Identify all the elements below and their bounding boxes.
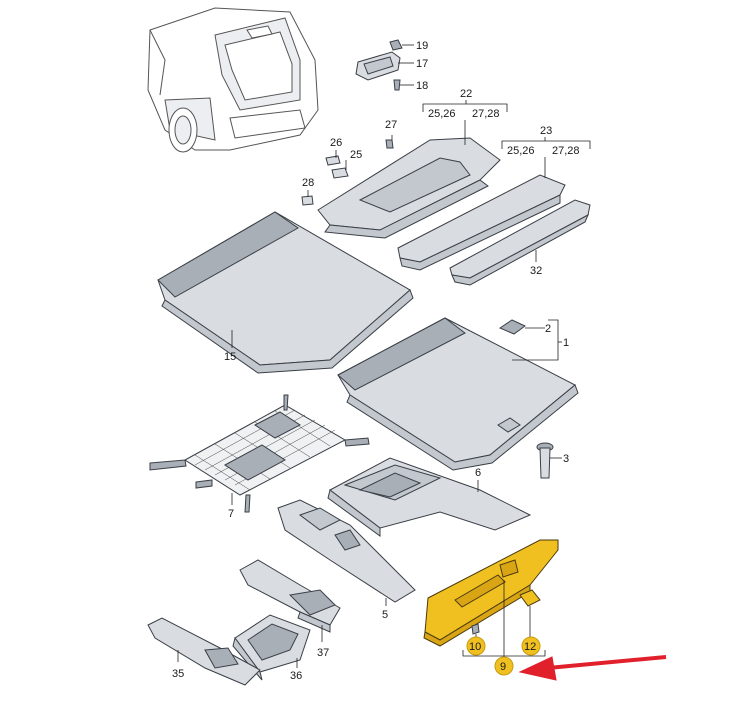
cargo-net-7 xyxy=(149,394,370,513)
label-37: 37 xyxy=(317,647,329,659)
hook-part-17 xyxy=(355,51,401,81)
label-9: 9 xyxy=(500,661,506,673)
side-rail-5 xyxy=(277,499,416,603)
label-32: 32 xyxy=(530,265,542,277)
storage-box-36 xyxy=(232,614,311,681)
boot-floor-1 xyxy=(337,317,579,471)
red-arrow-icon xyxy=(518,655,667,681)
label-36: 36 xyxy=(290,670,302,682)
label-27: 27 xyxy=(385,119,397,131)
badge-10 xyxy=(466,636,486,656)
label-25: 25 xyxy=(350,149,362,161)
bracket-part-37 xyxy=(239,559,341,633)
cover-part-2 xyxy=(498,319,526,335)
car-trunk-illustration xyxy=(147,7,319,153)
highlighted-pad-12 xyxy=(519,589,541,607)
screw-part-18 xyxy=(393,79,401,91)
clip-part-28 xyxy=(301,195,314,206)
label-26: 26 xyxy=(330,137,342,149)
trim-strip-35 xyxy=(147,617,261,686)
label-19: 19 xyxy=(416,40,428,52)
bolt-part-3 xyxy=(536,442,554,479)
pin-part-27 xyxy=(385,139,394,149)
highlighted-trim-panel-9 xyxy=(423,539,559,647)
parcel-shelf-22 xyxy=(317,137,501,239)
label-5: 5 xyxy=(382,609,388,621)
bracket-part-25 xyxy=(331,167,349,179)
label-23-sub-b: 27,28 xyxy=(552,145,580,157)
badge-12 xyxy=(521,636,541,656)
label-6: 6 xyxy=(475,467,481,479)
panel-part-32 xyxy=(449,199,591,286)
label-22-sub-b: 27,28 xyxy=(472,108,500,120)
label-12: 12 xyxy=(524,641,536,653)
label-10: 10 xyxy=(469,641,481,653)
label-23: 23 xyxy=(540,125,552,137)
label-35: 35 xyxy=(172,668,184,680)
badge-9 xyxy=(494,656,514,676)
label-18: 18 xyxy=(416,80,428,92)
label-22: 22 xyxy=(460,88,472,100)
panel-part-23 xyxy=(397,174,566,271)
label-1: 1 xyxy=(563,337,569,349)
clip-part-19 xyxy=(389,39,403,51)
floor-mat-15 xyxy=(157,211,414,374)
bracket-part-26 xyxy=(325,155,341,166)
highlighted-clip-10 xyxy=(471,623,480,635)
label-2: 2 xyxy=(545,323,551,335)
storage-tray-6 xyxy=(327,457,532,537)
label-22-sub-a: 25,26 xyxy=(428,108,456,120)
label-28: 28 xyxy=(302,177,314,189)
label-15: 15 xyxy=(224,351,236,363)
label-3: 3 xyxy=(563,453,569,465)
label-7: 7 xyxy=(228,508,234,520)
label-17: 17 xyxy=(416,58,428,70)
label-23-sub-a: 25,26 xyxy=(507,145,535,157)
